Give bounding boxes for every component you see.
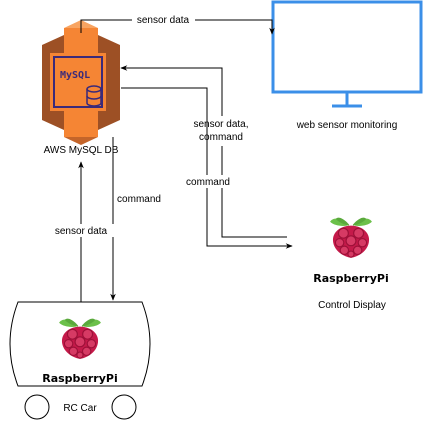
edge-label-command-to-display: command — [186, 177, 230, 188]
control-display-label: Control Display — [318, 300, 386, 311]
edge-display-to-db: sensor data, command — [120, 65, 287, 238]
rc-car-wheel-right — [111, 394, 137, 420]
edge-label-command-to-car: command — [117, 194, 161, 205]
edge-label-sensor-data-car: sensor data — [55, 226, 108, 237]
rc-car-wheel-left — [24, 394, 50, 420]
rc-car-label: RC Car — [63, 403, 97, 414]
car-brand: RaspberryPi — [42, 372, 118, 385]
display-brand: RaspberryPi — [313, 272, 389, 285]
monitor-icon — [271, 0, 423, 108]
edge-label-command-display: command — [199, 132, 243, 143]
web-monitor-label: web sensor monitoring — [296, 120, 398, 131]
aws-rds-mysql-icon: MySQL — [42, 20, 120, 145]
mysql-badge: MySQL — [60, 70, 90, 81]
edge-label-sensor-data-web: sensor data — [137, 15, 190, 26]
rc-car-node: RaspberryPi RC Car — [9, 301, 151, 420]
edge-car-to-db: sensor data — [48, 161, 114, 302]
edge-label-sensor-data-display: sensor data, — [193, 119, 248, 130]
web-monitor-node: web sensor monitoring — [271, 0, 423, 131]
aws-mysql-db-label: AWS MySQL DB — [44, 145, 119, 156]
edge-db-to-web: sensor data — [80, 13, 275, 35]
edge-db-to-car: command — [110, 137, 162, 301]
edge-db-to-display: command — [121, 87, 293, 249]
aws-mysql-db-node: MySQL AWS MySQL DB — [42, 20, 120, 156]
control-display-node: RaspberryPi Control Display — [313, 217, 389, 311]
raspberry-pi-logo-icon — [329, 217, 373, 259]
